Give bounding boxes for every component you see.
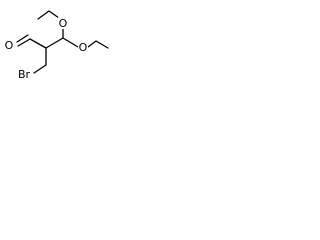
bond-aldehyde-c-o-outer [17, 38, 31, 47]
bond-alpha-c-aldehyde-c [29, 38, 47, 49]
bond-upper-ethyl-ch2-o [48, 10, 60, 19]
atom-right-ether-oxygen: O [78, 41, 88, 54]
bond-aldehyde-c-o-inner [16, 34, 29, 43]
aldehyde-oxygen-label: O [5, 39, 14, 52]
upper-ether-oxygen-label: O [59, 17, 68, 30]
atom-bromine: Br [13, 68, 33, 81]
bond-acetal-c-right-o [62, 37, 79, 48]
right-ether-oxygen-label: O [79, 41, 88, 54]
bond-right-ch2-ch3 [95, 40, 109, 49]
atom-aldehyde-oxygen: O [3, 39, 14, 52]
bromine-label: Br [18, 68, 31, 81]
bond-right-o-ch2 [87, 40, 97, 48]
atom-upper-ether-oxygen: O [58, 17, 68, 30]
bond-ch2-br [33, 64, 47, 74]
bond-acetal-c-alpha-c [45, 37, 64, 49]
chemical-structure-diagram: O O O Br [3, 10, 109, 81]
bond-upper-ethyl-ch3-ch2 [37, 10, 50, 20]
